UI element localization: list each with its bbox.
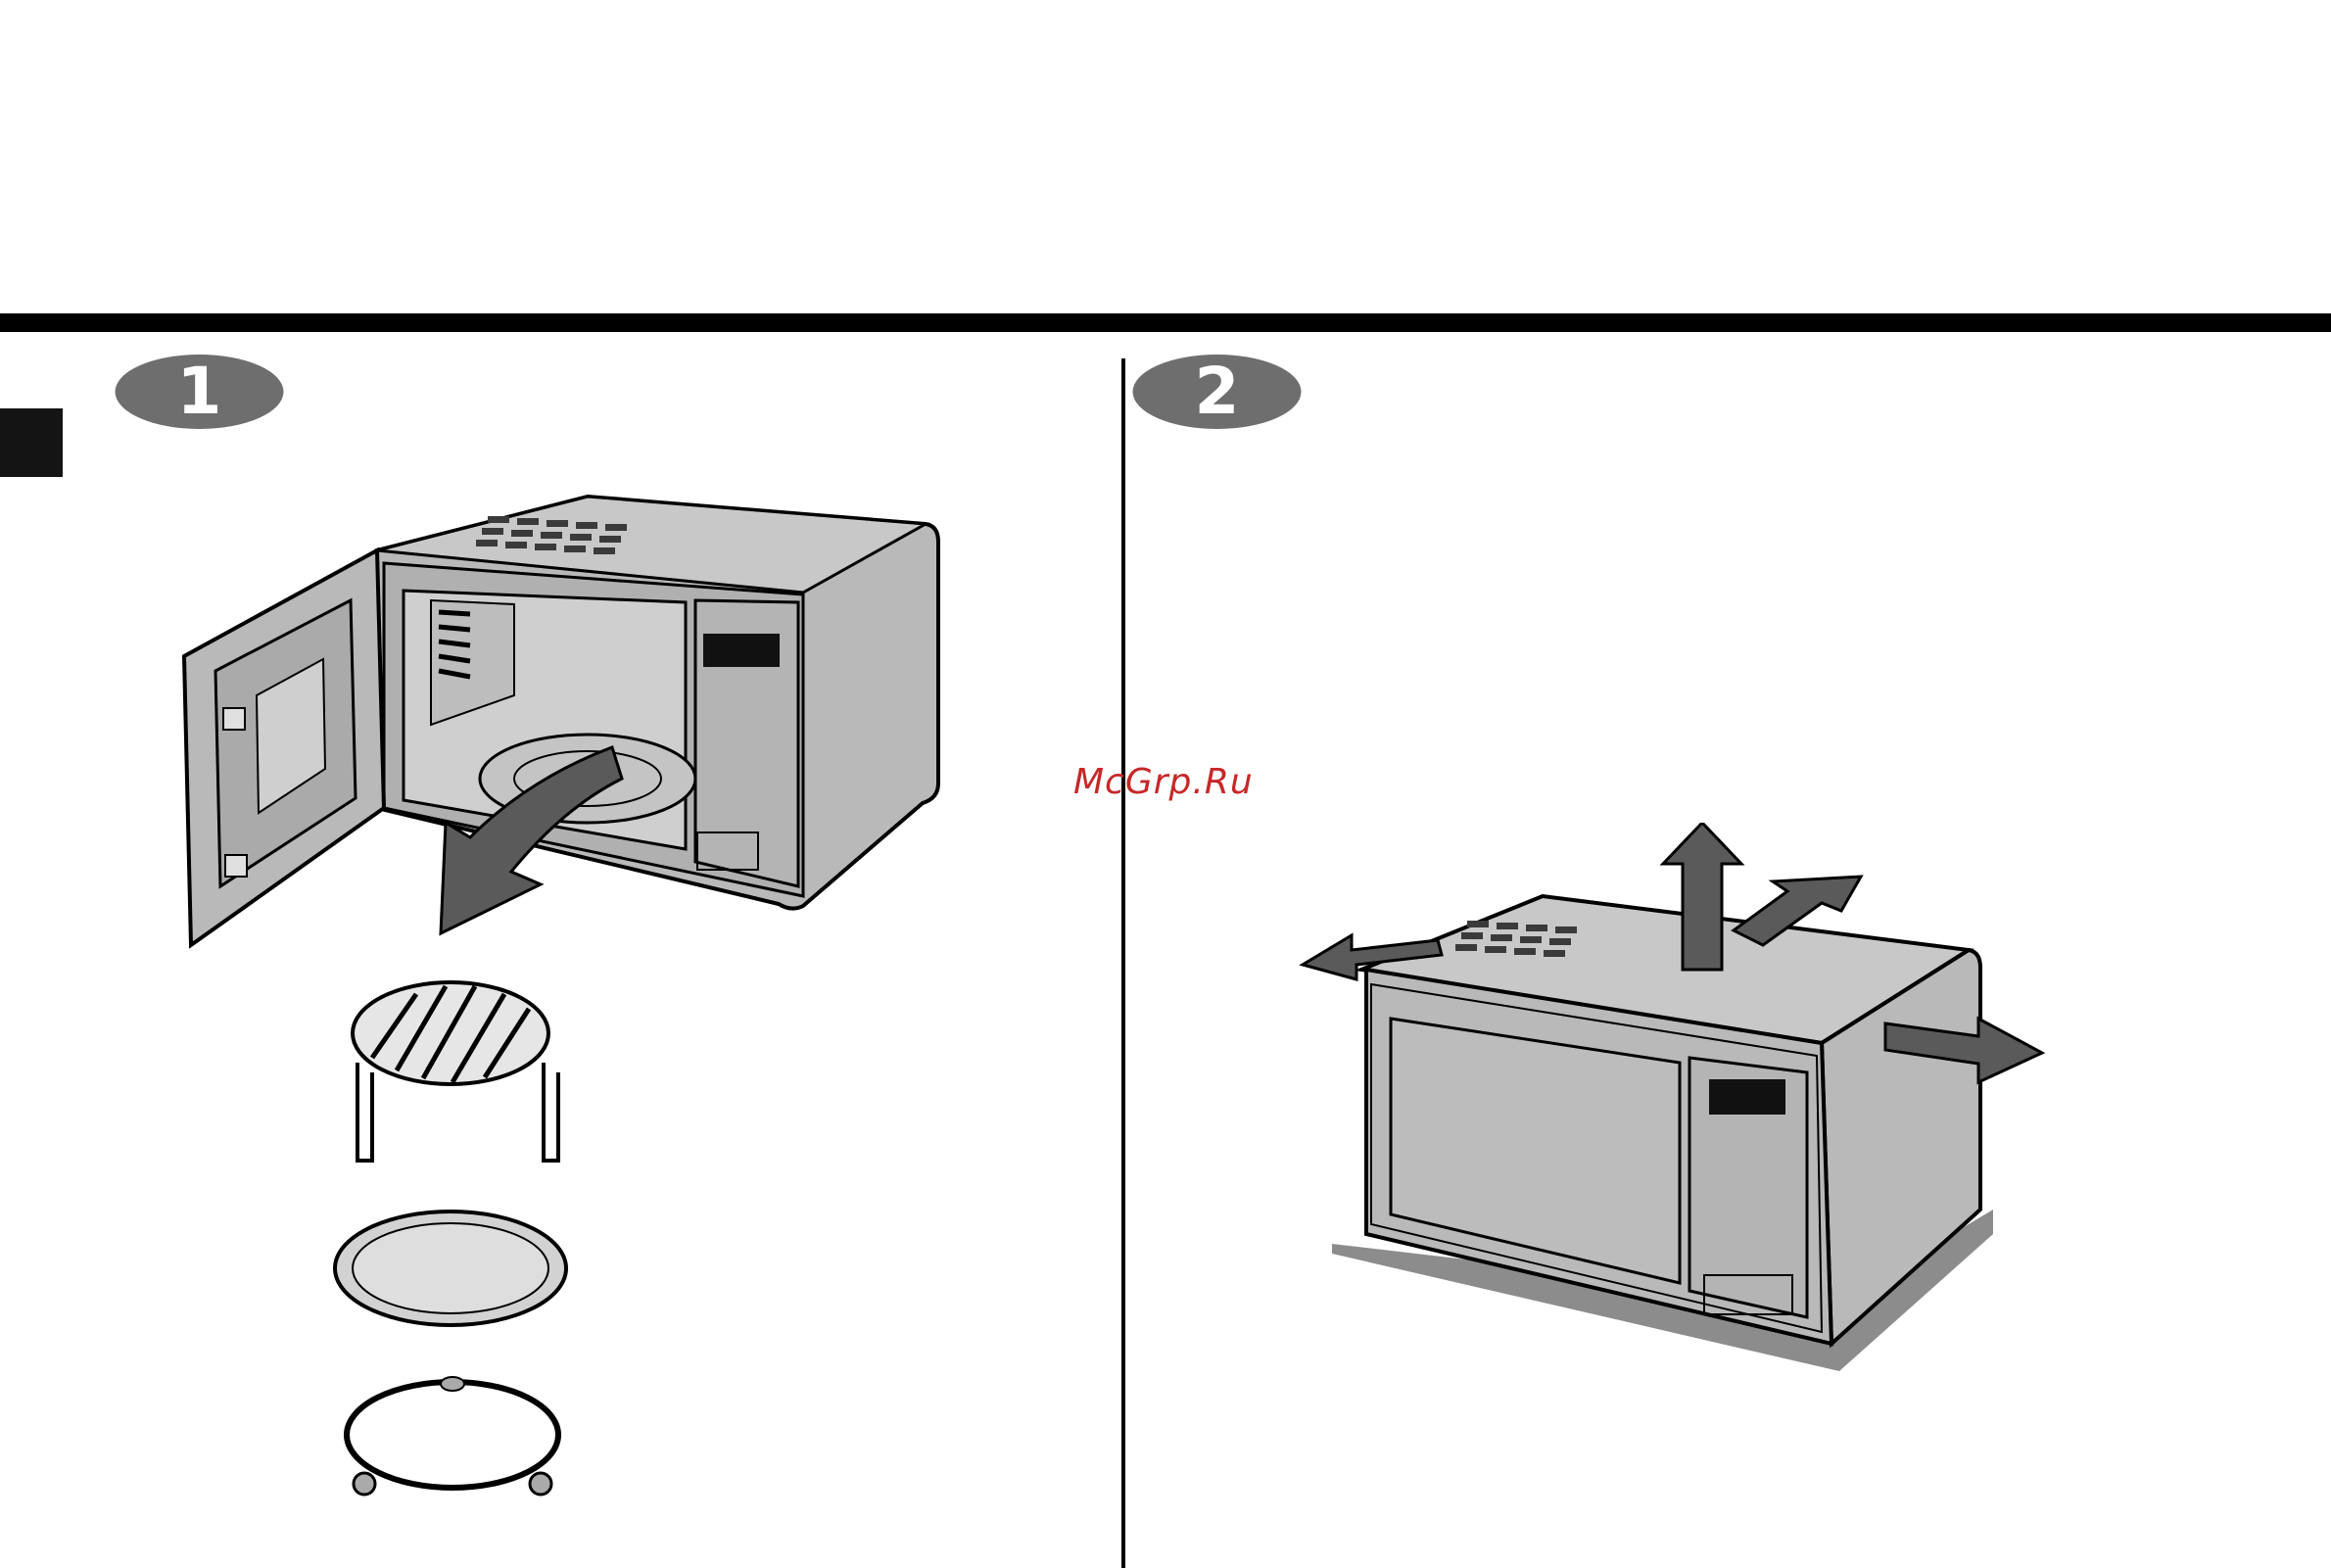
watermark: McGrp.Ru [1073, 762, 1254, 802]
microwave-open-door-icon [176, 485, 960, 1513]
step-1-badge: 1 [114, 353, 285, 431]
microwave-ventilation-icon [1293, 823, 2096, 1381]
roller-ring-icon [347, 1377, 558, 1495]
column-divider [1121, 358, 1125, 1568]
step-1-number: 1 [177, 354, 222, 429]
glass-tray-icon [335, 1212, 566, 1325]
step-2-badge: 2 [1131, 353, 1303, 431]
step-2-number: 2 [1195, 354, 1240, 429]
section-tab-marker [0, 408, 63, 477]
grill-rack-icon [353, 982, 558, 1161]
header-rule [0, 313, 2331, 332]
